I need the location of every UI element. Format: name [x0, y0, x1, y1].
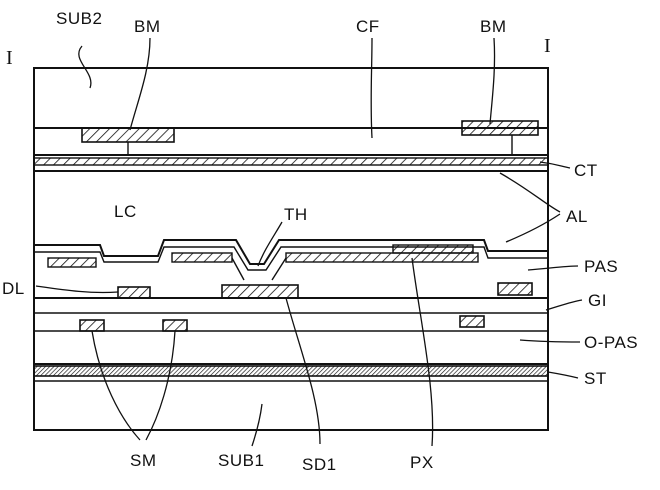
pixel-electrode-center	[172, 253, 232, 262]
pixel-electrode-right	[286, 253, 478, 262]
label-dl: DL	[2, 279, 25, 298]
label-th: TH	[284, 205, 308, 224]
leader-bm-right	[490, 38, 495, 124]
black-matrix-right	[462, 121, 538, 135]
label-sub2: SUB2	[56, 9, 102, 28]
leader-sm-1	[92, 331, 140, 440]
leader-cf	[371, 38, 372, 138]
leader-px	[412, 258, 433, 446]
leader-pas	[528, 266, 578, 270]
label-lc: LC	[114, 202, 137, 221]
source-drain-electrode	[222, 285, 298, 298]
label-sm: SM	[130, 451, 157, 470]
label-bm-left: BM	[134, 17, 161, 36]
scan-metal-line-2	[163, 320, 187, 331]
section-mark-left: I	[6, 47, 13, 69]
leader-sm-2	[146, 331, 175, 440]
scan-metal-line-3	[460, 316, 484, 327]
label-cf: CF	[356, 17, 380, 36]
label-ct: CT	[574, 161, 598, 180]
black-matrix-left	[82, 128, 174, 142]
label-gi: GI	[588, 291, 607, 310]
drain-line-electrode-left	[118, 287, 150, 298]
scan-metal-line-1	[80, 320, 104, 331]
label-sd1: SD1	[302, 455, 337, 474]
drain-line-electrode-right	[498, 283, 532, 295]
label-pas: PAS	[584, 257, 618, 276]
leader-th	[258, 222, 282, 266]
label-sub1: SUB1	[218, 451, 264, 470]
pixel-electrode-left	[48, 258, 96, 267]
leader-st	[548, 372, 578, 378]
label-bm-right: BM	[480, 17, 507, 36]
label-px: PX	[410, 453, 434, 472]
label-st: ST	[584, 369, 607, 388]
leader-sub1	[252, 404, 262, 446]
leader-gi	[546, 300, 582, 310]
leader-al-lower	[506, 214, 560, 242]
section-mark-right: I	[544, 35, 551, 57]
leader-opas	[520, 340, 580, 342]
pixel-electrode-top	[393, 245, 473, 253]
leader-al-upper	[500, 173, 560, 212]
common-electrode-layer	[34, 158, 548, 165]
leader-dl	[36, 286, 118, 293]
label-opas: O-PAS	[584, 333, 638, 352]
leader-bm-left	[130, 38, 150, 130]
through-hole-wall-right	[272, 258, 286, 280]
label-al: AL	[566, 207, 588, 226]
st-layer	[34, 366, 548, 376]
